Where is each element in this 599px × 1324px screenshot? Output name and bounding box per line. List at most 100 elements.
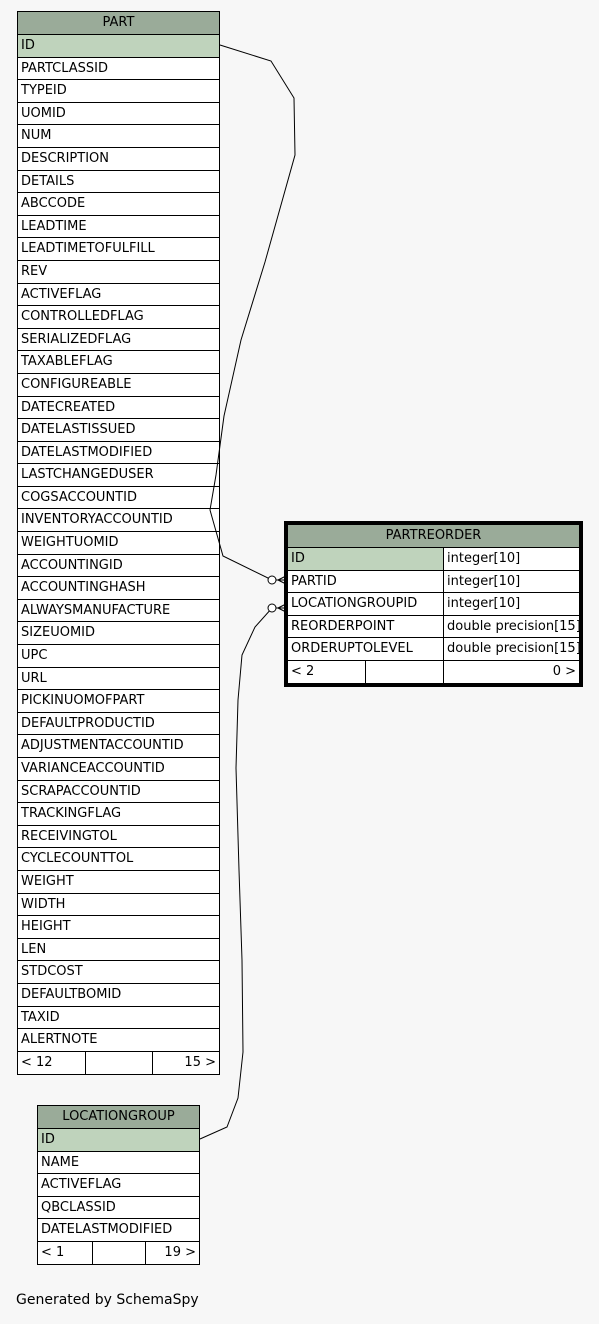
partreorder-column-type: integer[10] (444, 593, 579, 615)
part-column-name: WEIGHTUOMID (21, 535, 119, 551)
part-column-row: CONTROLLEDFLAG (18, 306, 219, 329)
part-column-row: UOMID (18, 103, 219, 126)
part-column-row: PICKINUOMOFPART (18, 690, 219, 713)
table-locationgroup-footer-parents: < 1 (38, 1241, 93, 1264)
partreorder-column-name: ORDERUPTOLEVEL (288, 638, 444, 660)
part-column-row: LEADTIMETOFULFILL (18, 238, 219, 261)
part-column-row: LASTCHANGEDUSER (18, 464, 219, 487)
part-column-name: HEIGHT (21, 919, 71, 935)
part-column-name: ABCCODE (21, 196, 86, 212)
partreorder-column-type: integer[10] (444, 570, 579, 592)
part-column-row: HEIGHT (18, 916, 219, 939)
part-column-name: ID (21, 38, 35, 53)
locationgroup-column-row: ID (38, 1129, 199, 1152)
partreorder-column-name: REORDERPOINT (288, 615, 444, 637)
table-part-title: PART (18, 12, 219, 35)
part-column-name: INVENTORYACCOUNTID (21, 512, 173, 528)
part-column-row: ADJUSTMENTACCOUNTID (18, 735, 219, 758)
edge-locationgroup-to-partreorder[interactable] (199, 607, 285, 1140)
part-column-name: LEN (21, 941, 47, 957)
partreorder-column-name: LOCATIONGROUPID (288, 593, 444, 615)
part-column-name: REV (21, 263, 48, 279)
part-column-row: TRACKINGFLAG (18, 803, 219, 826)
locationgroup-column-row: NAME (38, 1152, 199, 1175)
part-column-row: COGSACCOUNTID (18, 487, 219, 510)
locationgroup-column-row: DATELASTMODIFIED (38, 1219, 199, 1242)
edge-part-optional-marker (267, 575, 277, 585)
part-column-name: VARIANCEACCOUNTID (21, 761, 165, 776)
partreorder-column-name: PARTID (288, 570, 444, 592)
part-column-name: SCRAPACCOUNTID (21, 783, 141, 799)
part-column-row: DATELASTISSUED (18, 419, 219, 442)
part-column-name: ALERTNOTE (21, 1032, 98, 1048)
part-column-row: ACCOUNTINGID (18, 555, 219, 578)
part-column-row: DATECREATED (18, 397, 219, 420)
locationgroup-column-row: QBCLASSID (38, 1197, 199, 1220)
part-column-name: RECEIVINGTOL (21, 828, 117, 844)
part-column-name: URL (21, 670, 47, 686)
part-column-name: DEFAULTPRODUCTID (21, 715, 155, 731)
table-part-footer-spacer (86, 1051, 153, 1074)
part-column-row: SIZEUOMID (18, 622, 219, 646)
part-column-row: REV (18, 261, 219, 284)
part-column-name: WIDTH (21, 896, 66, 912)
table-part-footer: < 12 15 > (18, 1051, 219, 1074)
part-column-row: CYCLECOUNTTOL (18, 848, 219, 871)
table-partreorder-footer-spacer (366, 660, 444, 683)
locationgroup-column-name: QBCLASSID (41, 1199, 116, 1215)
part-column-row: WEIGHTUOMID (18, 532, 219, 555)
part-column-name: ADJUSTMENTACCOUNTID (21, 738, 184, 754)
part-column-name: TAXABLEFLAG (21, 354, 113, 370)
part-column-name: PICKINUOMOFPART (21, 693, 145, 709)
table-part-footer-children: 15 > (184, 1054, 216, 1070)
part-column-row: DETAILS (18, 171, 219, 194)
part-column-name: CYCLECOUNTTOL (21, 851, 134, 867)
part-column-name: LEADTIMETOFULFILL (21, 241, 155, 257)
part-column-name: LASTCHANGEDUSER (21, 467, 154, 483)
part-column-name: DETAILS (21, 173, 75, 189)
part-column-name: PARTCLASSID (21, 60, 109, 76)
locationgroup-column-name: ID (41, 1132, 55, 1147)
part-column-row: RECEIVINGTOL (18, 826, 219, 849)
part-column-name: ACTIVEFLAG (21, 286, 102, 302)
part-column-row: ABCCODE (18, 193, 219, 216)
locationgroup-column-row: ACTIVEFLAG (38, 1174, 199, 1197)
part-column-name: LEADTIME (21, 218, 87, 234)
table-locationgroup-footer-children: 19 > (164, 1244, 196, 1260)
locationgroup-column-name: NAME (41, 1154, 80, 1170)
part-column-name: TRACKINGFLAG (21, 806, 122, 822)
table-locationgroup-footer: < 1 19 > (38, 1241, 199, 1264)
part-column-name: SERIALIZEDFLAG (21, 331, 132, 347)
table-partreorder-footer-parents: < 2 (288, 660, 366, 683)
part-column-name: CONFIGUREABLE (21, 376, 132, 392)
part-column-row: TAXABLEFLAG (18, 351, 219, 374)
part-column-row: TAXID (18, 1007, 219, 1030)
part-column-name: CONTROLLEDFLAG (21, 309, 144, 325)
part-column-row: PARTCLASSID (18, 58, 219, 81)
part-column-row: DATELASTMODIFIED (18, 442, 219, 465)
partreorder-column-type: integer[10] (444, 548, 579, 570)
part-column-row: ID (18, 35, 219, 58)
part-column-name: DATELASTISSUED (21, 422, 136, 438)
edge-locationgroup-crowfoot (277, 603, 287, 613)
part-column-row: LEADTIME (18, 216, 219, 239)
locationgroup-column-name: ACTIVEFLAG (41, 1177, 122, 1193)
part-column-row: NUM (18, 125, 219, 148)
part-column-name: SIZEUOMID (21, 625, 96, 641)
edge-part-to-partreorder[interactable] (209, 44, 296, 581)
part-column-row: CONFIGUREABLE (18, 374, 219, 397)
part-column-name: TAXID (21, 1009, 60, 1025)
part-column-row: ALERTNOTE (18, 1029, 219, 1052)
part-column-name: NUM (21, 128, 52, 144)
part-column-name: WEIGHT (21, 873, 74, 889)
part-column-name: STDCOST (21, 964, 83, 980)
